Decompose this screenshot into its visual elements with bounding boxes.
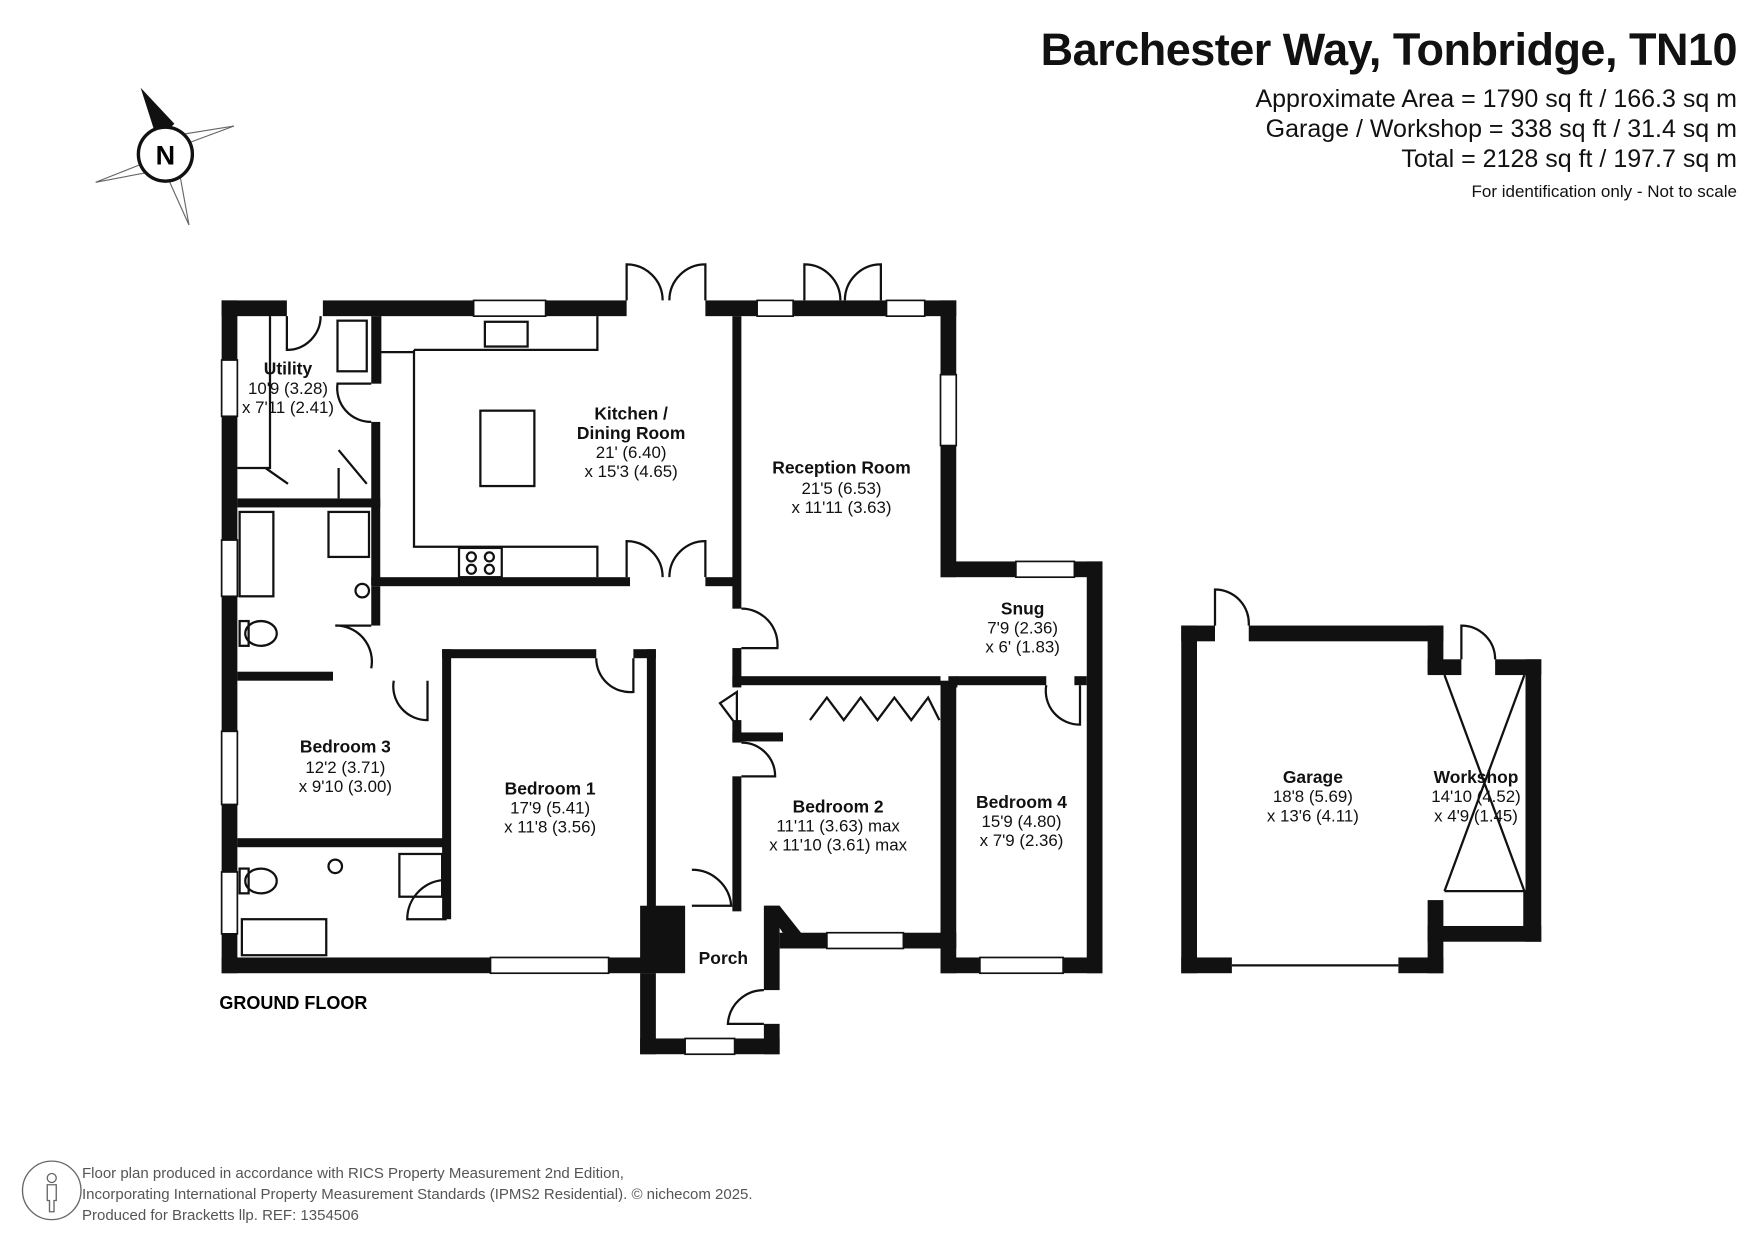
total-area: Total = 2128 sq ft / 197.7 sq m: [1401, 145, 1737, 173]
room-snug-name: Snug: [1001, 598, 1045, 618]
room-bedroom2-dim2: x 11'10 (3.61) max: [769, 836, 907, 855]
approximate-area: Approximate Area = 1790 sq ft / 166.3 sq…: [1255, 85, 1737, 113]
room-reception-dim2: x 11'11 (3.63): [791, 498, 891, 517]
room-utility-dim2: x 7'11 (2.41): [242, 398, 334, 417]
room-bedroom4-name: Bedroom 4: [976, 792, 1067, 812]
disclaimer-note: For identification only - Not to scale: [1471, 182, 1737, 201]
floor-label: GROUND FLOOR: [219, 993, 367, 1013]
property-title: Barchester Way, Tonbridge, TN10: [1040, 24, 1738, 75]
fixtures: [237, 316, 599, 957]
room-garage-name: Garage: [1283, 767, 1343, 787]
room-snug-dim1: 7'9 (2.36): [987, 618, 1058, 637]
room-reception-name: Reception Room: [772, 458, 910, 478]
compass-label: N: [156, 140, 175, 170]
compass-north-icon: N: [95, 87, 235, 226]
doors: [285, 263, 1082, 1025]
room-bedroom1-dim2: x 11'8 (3.56): [504, 818, 596, 837]
room-kitchen-dim1: 21' (6.40): [596, 443, 667, 462]
garage-walls: [1181, 588, 1542, 974]
room-porch-name: Porch: [699, 948, 748, 968]
room-garage-dim2: x 13'6 (4.11): [1267, 806, 1359, 825]
room-workshop-name: Workshop: [1434, 767, 1519, 787]
room-kitchen-name2: Dining Room: [577, 423, 685, 443]
room-bedroom1-name: Bedroom 1: [505, 778, 596, 798]
room-bedroom4-dim1: 15'9 (4.80): [981, 812, 1061, 831]
room-labels: Utility 10'9 (3.28) x 7'11 (2.41) Kitche…: [242, 359, 1521, 969]
footer-line: Floor plan produced in accordance with R…: [82, 1165, 624, 1182]
footer-line: Incorporating International Property Mea…: [82, 1186, 753, 1203]
room-reception-dim1: 21'5 (6.53): [801, 479, 881, 498]
person-icon: [21, 1160, 82, 1221]
room-workshop-dim2: x 4'9 (1.45): [1434, 806, 1518, 825]
room-kitchen-name1: Kitchen /: [594, 404, 668, 424]
room-bedroom3-dim2: x 9'10 (3.00): [299, 777, 392, 796]
footer: Floor plan produced in accordance with R…: [82, 1163, 753, 1226]
room-bedroom1-dim1: 17'9 (5.41): [510, 798, 590, 817]
garage-area: Garage / Workshop = 338 sq ft / 31.4 sq …: [1265, 115, 1737, 143]
room-bedroom2-dim1: 11'11 (3.63) max: [776, 816, 900, 835]
house-walls: [220, 299, 1103, 1056]
room-garage-dim1: 18'8 (5.69): [1273, 787, 1353, 806]
room-utility-name: Utility: [264, 359, 313, 379]
room-utility-dim1: 10'9 (3.28): [248, 379, 328, 398]
room-snug-dim2: x 6' (1.83): [985, 638, 1059, 657]
footer-line: Produced for Bracketts llp. REF: 1354506: [82, 1207, 359, 1224]
room-bedroom3-name: Bedroom 3: [300, 737, 391, 757]
room-bedroom2-name: Bedroom 2: [793, 796, 884, 816]
room-bedroom4-dim2: x 7'9 (2.36): [980, 831, 1064, 850]
room-bedroom3-dim1: 12'2 (3.71): [305, 758, 385, 777]
room-kitchen-dim2: x 15'3 (4.65): [585, 462, 678, 481]
room-workshop-dim1: 14'10 (4.52): [1431, 787, 1520, 806]
